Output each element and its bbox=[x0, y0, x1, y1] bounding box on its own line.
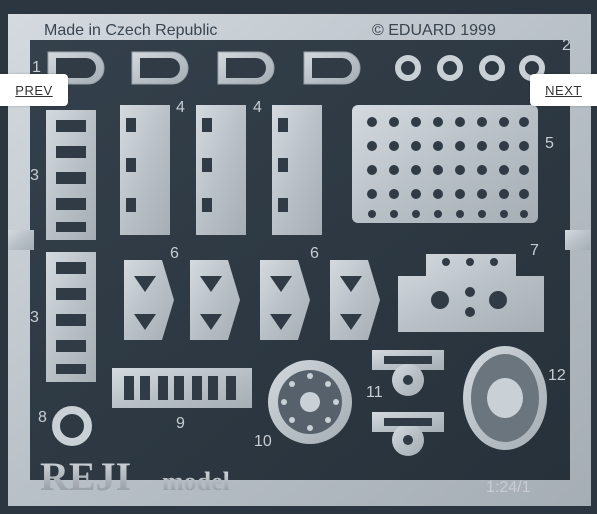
part-8-ring bbox=[52, 406, 92, 446]
copyright-text: © EDUARD 1999 bbox=[372, 22, 496, 39]
made-in-text: Made in Czech Republic bbox=[44, 22, 217, 39]
next-label: NEXT bbox=[545, 82, 582, 98]
part-number: 7 bbox=[530, 242, 539, 259]
part-2-rings bbox=[395, 55, 545, 81]
part-9-strip bbox=[112, 368, 252, 408]
prev-label: PREV bbox=[15, 82, 53, 98]
part-number: 2 bbox=[562, 37, 571, 54]
part-number: 3 bbox=[30, 309, 39, 326]
part-number: 4 bbox=[176, 99, 185, 116]
next-button[interactable]: NEXT bbox=[530, 74, 597, 106]
brand-model: model bbox=[162, 467, 230, 496]
part-number: 5 bbox=[545, 135, 554, 152]
part-number: 4 bbox=[253, 99, 262, 116]
part-12-oval bbox=[463, 346, 547, 450]
part-7-panel bbox=[398, 254, 544, 332]
part-number: 11 bbox=[366, 384, 383, 401]
part-number: 8 bbox=[38, 409, 47, 426]
part-3-strips bbox=[46, 110, 96, 382]
scale-text: 1:24/1 bbox=[486, 479, 531, 496]
part-number: 10 bbox=[254, 433, 272, 450]
part-10-dial bbox=[268, 360, 352, 444]
part-number: 9 bbox=[176, 415, 185, 432]
part-4-strips bbox=[120, 105, 322, 235]
prev-button[interactable]: PREV bbox=[0, 74, 68, 106]
part-6-brackets bbox=[124, 260, 380, 340]
brand-reji: REJI bbox=[40, 454, 131, 499]
part-5-plate bbox=[352, 105, 538, 223]
part-number: 6 bbox=[170, 245, 179, 262]
part-number: 1 bbox=[32, 59, 41, 76]
part-number: 12 bbox=[548, 367, 566, 384]
part-number: 3 bbox=[30, 167, 39, 184]
part-number: 6 bbox=[310, 245, 319, 262]
